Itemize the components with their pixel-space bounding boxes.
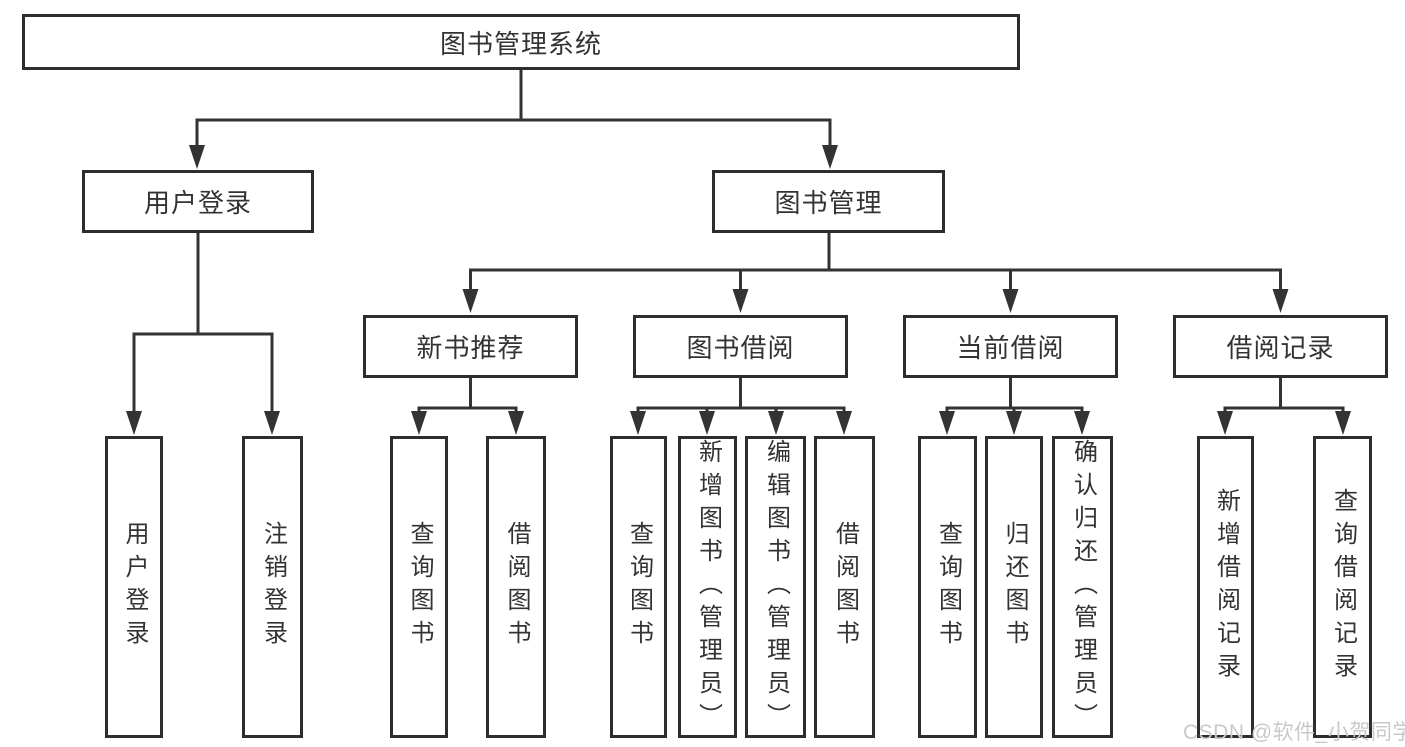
- connector-root: [195, 66, 832, 148]
- watermark-text: CSDN @软件_小贺同学: [1183, 721, 1405, 744]
- leaf-borrow-books-recommend: 借阅图书: [486, 436, 546, 738]
- leaf-user-login: 用户登录: [105, 436, 163, 738]
- node-new-book-recommendation: 新书推荐: [363, 315, 578, 378]
- leaf-query-borrow-record: 查询借阅记录: [1313, 436, 1372, 738]
- leaf-edit-book-admin: 编辑图书（管理员）: [745, 436, 806, 738]
- connector-user-login: [132, 231, 274, 414]
- node-library-management-system: 图书管理系统: [22, 14, 1020, 70]
- leaf-query-books-current: 查询图书: [918, 436, 977, 738]
- leaf-query-books-recommend: 查询图书: [390, 436, 448, 738]
- leaf-query-books-borrowing: 查询图书: [610, 436, 667, 738]
- node-current-borrowing: 当前借阅: [903, 315, 1118, 378]
- connector-new-book-recommendation: [417, 376, 518, 415]
- connector-book-management: [469, 231, 1282, 292]
- node-book-management: 图书管理: [712, 170, 945, 233]
- node-borrowing-records: 借阅记录: [1173, 315, 1388, 378]
- leaf-borrow-books-borrowing: 借阅图书: [814, 436, 875, 738]
- arrowheads: [126, 145, 1351, 435]
- connector-book-borrowing: [636, 376, 846, 415]
- connector-current-borrowing: [945, 376, 1084, 415]
- leaf-confirm-return-admin: 确认归还（管理员）: [1052, 436, 1113, 738]
- leaf-add-book-admin: 新增图书（管理员）: [678, 436, 737, 738]
- leaf-logout: 注销登录: [242, 436, 303, 738]
- leaf-add-borrow-record: 新增借阅记录: [1197, 436, 1254, 738]
- node-book-borrowing: 图书借阅: [633, 315, 848, 378]
- node-user-login: 用户登录: [82, 170, 314, 233]
- connector-borrowing-records: [1223, 376, 1345, 415]
- leaf-return-books: 归还图书: [985, 436, 1043, 738]
